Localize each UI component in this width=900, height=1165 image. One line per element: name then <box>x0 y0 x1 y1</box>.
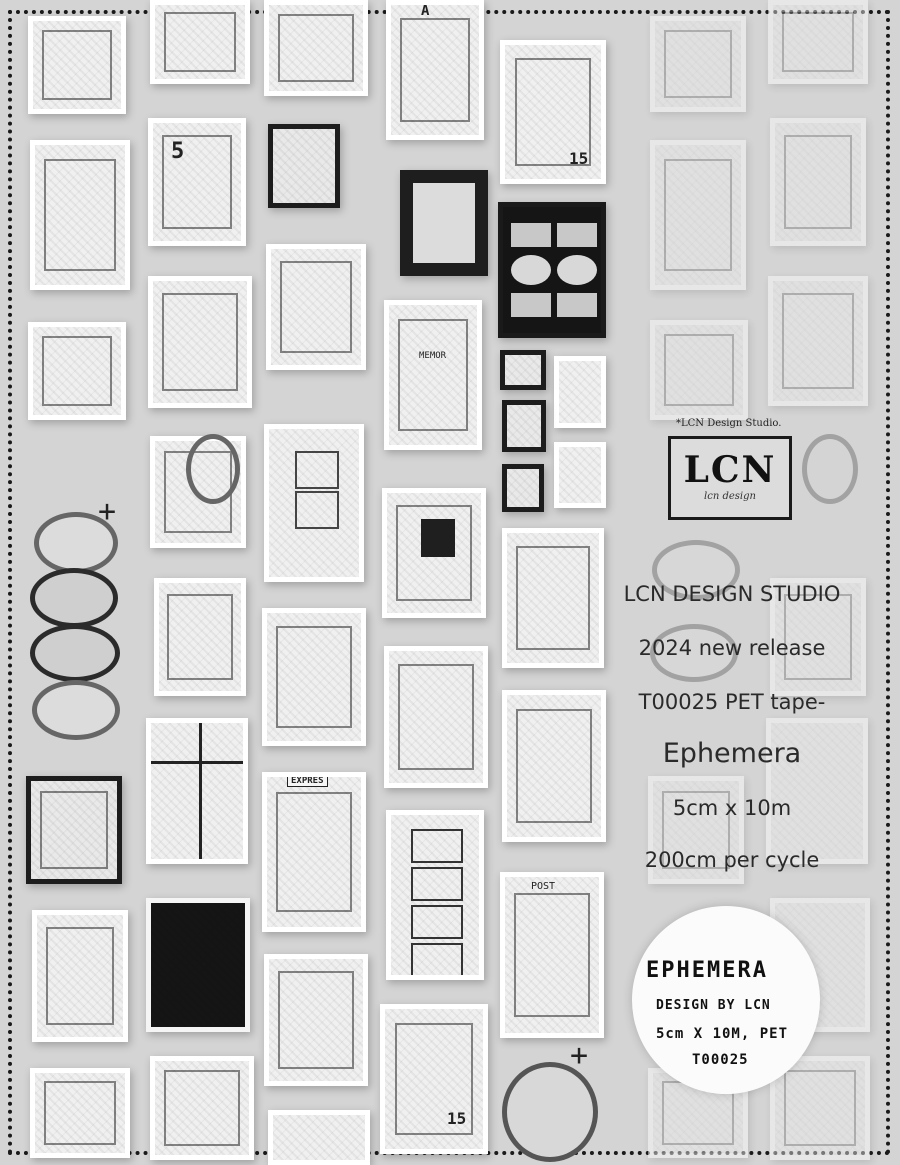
double-window-frame <box>264 424 364 582</box>
ephemera-frame <box>150 0 250 84</box>
ephemera-frame <box>266 244 366 370</box>
ephemera-frame: EXPRES <box>262 772 366 932</box>
window-grid-frame <box>498 202 606 338</box>
botanical-frame <box>146 898 250 1032</box>
ghost-frame <box>766 718 868 864</box>
number-15: 15 <box>447 1109 467 1128</box>
ephemera-frame: 5 <box>148 118 246 246</box>
ghost-oval <box>650 624 738 682</box>
ephemera-frame <box>30 1068 130 1158</box>
ghost-frame <box>650 16 746 112</box>
ghost-frame <box>770 578 866 696</box>
ephemera-frame <box>30 140 130 290</box>
ephemera-frame <box>146 718 248 864</box>
ephemera-frame <box>268 1110 370 1165</box>
letter-a: A <box>421 3 430 19</box>
ephemera-frame: A <box>386 0 484 140</box>
number-15: 15 <box>569 149 589 168</box>
ghost-frame <box>650 140 746 290</box>
mini-stamp <box>500 350 546 390</box>
oval-frame <box>30 624 120 682</box>
studio-name: LCN DESIGN STUDIO <box>623 582 841 606</box>
post-frame: POST <box>500 872 604 1038</box>
filmstrip-frame <box>386 810 484 980</box>
mini-stamp <box>502 464 544 512</box>
ghost-frame <box>770 118 866 246</box>
logo-wordmark: LCN <box>683 449 777 491</box>
ephemera-frame <box>264 954 368 1086</box>
post-label: POST <box>531 881 556 892</box>
mini-stamp <box>502 400 546 452</box>
expres-label: EXPRES <box>287 777 328 787</box>
ephemera-frame <box>264 0 368 96</box>
logo-signature: lcn design <box>704 491 756 502</box>
small-dark-frame <box>268 124 340 208</box>
stamp-title: EPHEMERA <box>646 958 768 983</box>
ephemera-frame <box>28 16 126 114</box>
ghost-oval <box>802 434 858 504</box>
ephemera-frame <box>262 608 366 746</box>
ghost-frame <box>768 0 868 84</box>
logo-caption: *LCN Design Studio. <box>676 418 782 429</box>
stamp-spec: 5cm X 10M, PET <box>656 1026 789 1042</box>
ghost-frame <box>770 1056 870 1160</box>
ephemera-frame <box>26 776 122 884</box>
lcn-logo: LCN lcn design <box>668 436 792 520</box>
plus-mark: + <box>98 494 117 529</box>
stamp-design: DESIGN BY LCN <box>656 998 771 1013</box>
ephemera-frame <box>154 578 246 696</box>
ghost-frame <box>648 776 744 884</box>
mini-stamp <box>554 356 606 428</box>
round-label: EPHEMERA DESIGN BY LCN 5cm X 10M, PET T0… <box>632 906 820 1094</box>
memo-frame: MEMOR <box>384 300 482 450</box>
ephemera-frame: 15 <box>380 1004 488 1154</box>
oval-frame <box>502 1062 598 1162</box>
oval-frame <box>32 680 120 740</box>
product-name: Ephemera <box>662 738 802 769</box>
oval-frame <box>30 568 118 628</box>
release-line: 2024 new release <box>638 636 826 660</box>
mini-stamp <box>554 442 606 508</box>
ghost-frame <box>768 276 868 406</box>
plus-mark: + <box>570 1038 589 1073</box>
ephemera-frame <box>384 646 488 788</box>
ghost-frame <box>650 320 748 420</box>
product-code-line: T00025 PET tape- <box>638 690 826 714</box>
number-5: 5 <box>171 139 185 164</box>
ephemera-frame <box>502 528 604 668</box>
ghost-oval <box>652 540 740 600</box>
oval-stamp <box>186 434 240 504</box>
ephemera-frame <box>382 488 486 618</box>
dark-frame <box>400 170 488 276</box>
stamp-code: T00025 <box>692 1052 749 1068</box>
ephemera-frame <box>28 322 126 420</box>
ephemera-frame <box>32 910 128 1042</box>
ephemera-frame <box>150 1056 254 1160</box>
ephemera-frame: 15 <box>500 40 606 184</box>
ephemera-frame <box>502 690 606 842</box>
cycle-line: 200cm per cycle <box>644 848 820 872</box>
memor-label: MEMOR <box>419 351 447 361</box>
size-line: 5cm x 10m <box>672 796 792 820</box>
ephemera-frame <box>148 276 252 408</box>
